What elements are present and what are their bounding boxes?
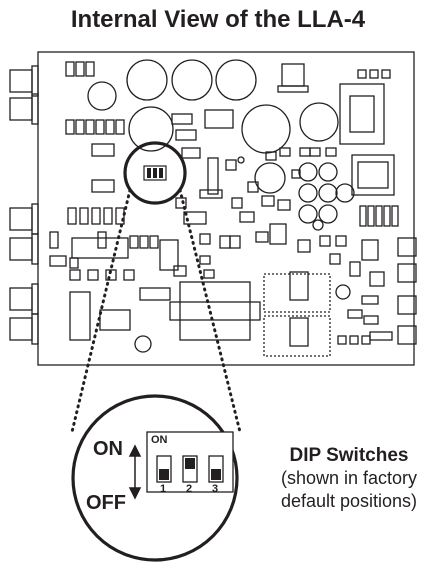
switch-3-lever bbox=[211, 469, 221, 480]
dashed-area-lower bbox=[263, 315, 331, 357]
off-label: OFF bbox=[86, 492, 126, 514]
switch-number-1: 1 bbox=[160, 483, 167, 495]
capacitors bbox=[87, 59, 355, 353]
caption-line-1: (shown in factory bbox=[280, 468, 418, 488]
zoomed-dip-switch bbox=[146, 431, 234, 493]
leader-line-right bbox=[178, 188, 242, 434]
dashed-area-upper bbox=[263, 273, 331, 313]
caption-line-2: default positions) bbox=[280, 491, 418, 511]
switch-2-lever bbox=[185, 458, 195, 469]
switch-header-label: ON bbox=[151, 434, 168, 446]
right-connectors bbox=[397, 237, 417, 345]
highlight-circle bbox=[123, 141, 187, 205]
small-components bbox=[49, 61, 399, 345]
switch-number-3: 3 bbox=[212, 483, 219, 495]
board-dip-switch bbox=[143, 165, 167, 181]
large-components bbox=[69, 63, 395, 347]
switch-1-lever bbox=[159, 469, 169, 480]
caption-heading: DIP Switches bbox=[289, 445, 409, 466]
on-off-arrow bbox=[128, 444, 142, 500]
on-label: ON bbox=[93, 438, 123, 460]
diagram-title: Internal View of the LLA-4 bbox=[70, 6, 366, 33]
switch-number-2: 2 bbox=[186, 483, 193, 495]
leader-line-left bbox=[70, 188, 132, 434]
dip-switch-caption: DIP Switches (shown in factory default p… bbox=[264, 444, 434, 513]
left-connectors bbox=[9, 65, 39, 345]
